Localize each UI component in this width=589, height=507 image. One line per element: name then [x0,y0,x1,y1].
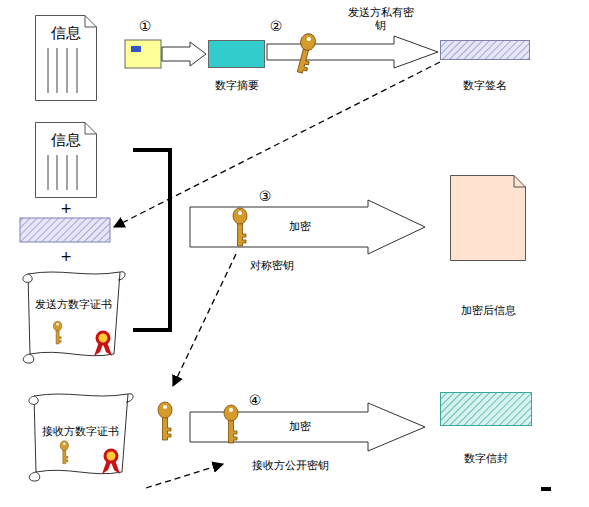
scroll-body [34,394,128,474]
dashed-arrow [146,464,223,488]
node-text: 加密后信息 [461,304,516,317]
hollow-arrow [162,42,206,66]
node-text: 数字签名 [463,79,507,92]
node-shape [208,40,265,68]
hollow-arrow [267,36,438,68]
node-shape [18,266,128,366]
key-label: 接收方公开密钥 [252,459,329,472]
key-icon [60,441,68,464]
digest-box: 数字摘要 [198,40,275,96]
key-icon [224,405,238,443]
document-fold [514,176,526,188]
callout-number: ③ [259,188,272,205]
encrypted-document: 加密后信息 [450,175,526,317]
document-outline [36,16,97,101]
hollow-arrow [190,200,425,254]
node-text: 信息 [51,24,81,42]
node-text: 信息 [51,131,81,149]
scroll-curl [23,274,32,282]
node-shape [450,175,526,261]
scroll-curl [126,394,133,402]
node-text: 发送方数字证书 [35,298,112,311]
key-icon [158,402,172,440]
edge-label: 发送方私有密钥 [345,6,417,32]
document-icon: 信息 [35,15,97,101]
callout-number: ① [139,18,152,35]
node-shape [440,40,530,60]
mark [541,487,551,491]
box-fill [209,41,265,68]
document-fold [85,123,97,135]
text-line [67,48,68,93]
dashed-arrow [173,254,236,386]
key-label: 对称密钥 [250,259,294,272]
document-fold [85,16,97,28]
box-fill [441,41,530,60]
scroll-curl [118,272,125,280]
text-line [48,48,49,93]
scroll-curl [23,354,34,363]
envelope-box: 数字信封 [440,392,532,464]
text-line [57,48,58,93]
signature-bar [20,218,110,242]
text-line [67,155,68,190]
arrow-label: 加密 [289,420,311,433]
hollow-arrow [190,403,425,451]
seal [97,332,109,344]
plus-sign: + [60,200,72,217]
node-text: 数字摘要 [215,79,259,92]
callout-number: ④ [249,392,262,409]
certificate-scroll: 接收方数字证书 [24,388,136,484]
text-line [57,155,58,190]
seal [105,450,117,462]
node-shape [440,392,532,426]
hash-function-box [125,40,161,68]
document-icon: 信息 [35,122,97,198]
dashed-arrow [114,62,440,227]
bracket [133,150,170,330]
text-line [48,155,49,190]
document-outline [36,123,97,198]
document-outline [451,176,526,261]
certificate-scroll: 发送方数字证书 [18,266,128,366]
text-line [77,155,78,190]
node-text: 接收方数字证书 [42,425,119,438]
scroll-curl [29,396,38,404]
signature-box: 数字签名 [440,40,530,96]
callout-number: ② [270,18,283,35]
scroll-body [28,272,120,356]
key-icon [293,32,318,74]
text-line [77,48,78,93]
plus-sign: + [60,248,72,265]
key-icon [233,208,247,246]
arrow-label: 加密 [289,220,311,233]
node-text: 数字信封 [464,452,508,465]
scroll-curl [29,472,40,481]
hash-function-mark [131,46,141,52]
key-icon [53,321,61,344]
box-fill [441,393,532,426]
